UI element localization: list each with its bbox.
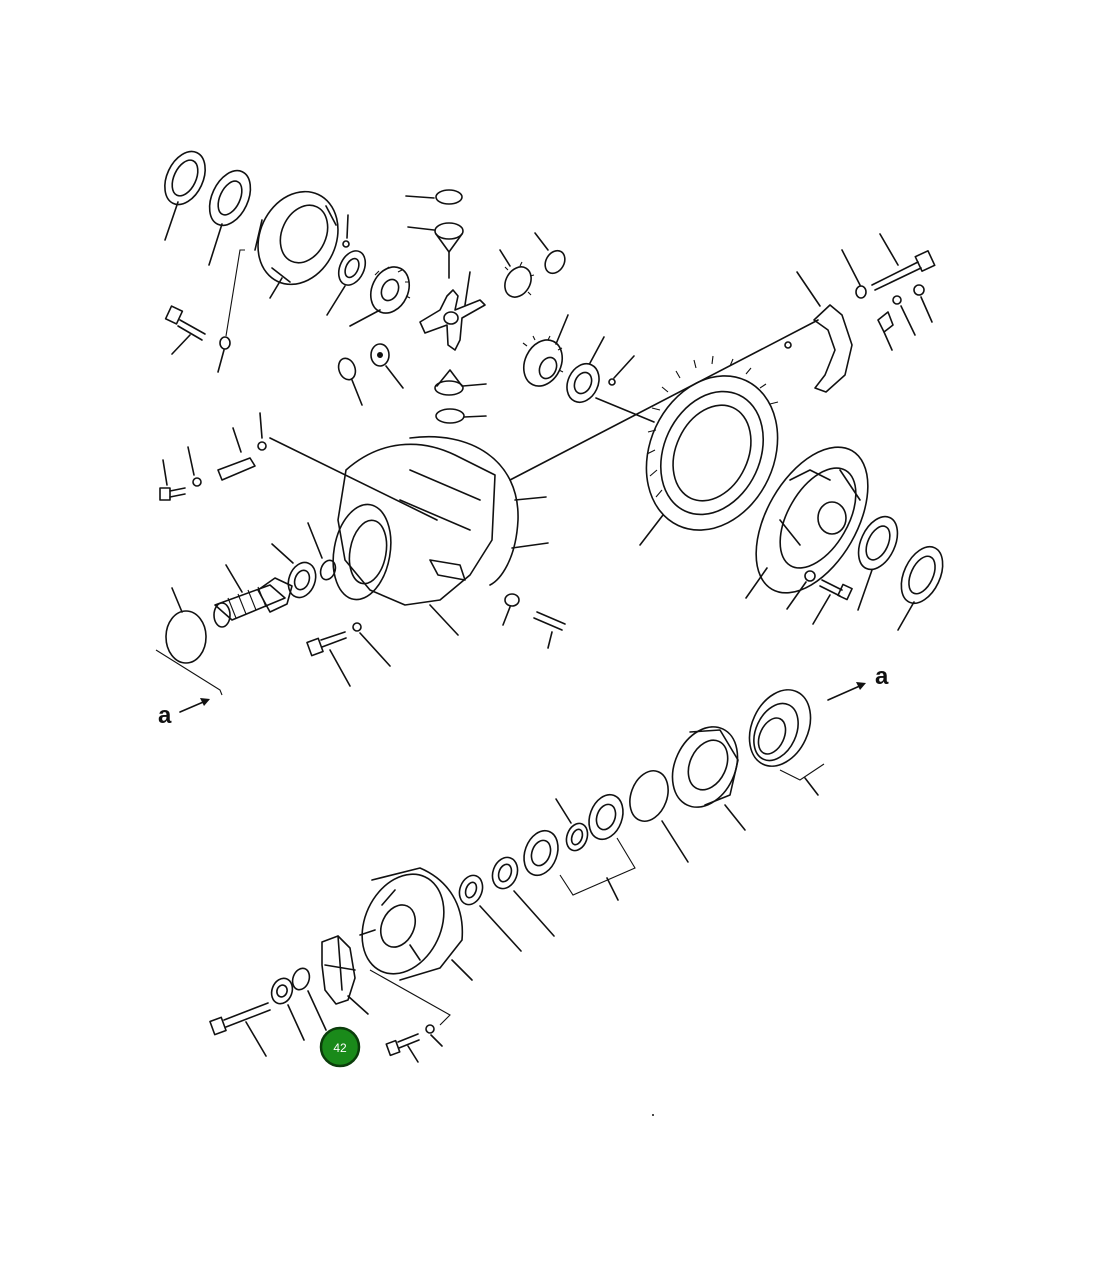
bearing-cup-left: [164, 150, 206, 241]
part-hotspot-42[interactable]: 42: [319, 1026, 361, 1068]
breather-bolt: [159, 446, 202, 501]
side-gear-right: [522, 314, 569, 387]
ring-gear: [639, 355, 779, 546]
flange-bolt: [209, 1002, 271, 1057]
pinion-bearing-outer: [559, 793, 636, 901]
differential-case-half-right: [745, 446, 869, 599]
pinion-spacer-ring: [307, 522, 337, 581]
carrier-housing: [269, 319, 819, 636]
seal-retainer-flange: [748, 689, 825, 796]
thrust-washer-side-gear-right: [566, 336, 605, 404]
pinion-gear-top: [407, 222, 464, 279]
flange-o-ring: [291, 967, 327, 1031]
hotspot-label: 42: [333, 1041, 347, 1055]
stray-dot: [652, 1114, 654, 1116]
cover-bolt: [385, 1024, 443, 1063]
housing-stud: [533, 611, 566, 649]
thrust-washer-side-gear-left: [326, 250, 367, 316]
oil-seal: [458, 874, 522, 952]
breather-bracket: [217, 412, 267, 481]
pinion-bearing-inner: [523, 829, 559, 877]
spacer-washer: [491, 856, 555, 937]
seal-housing-cover: [359, 867, 473, 1026]
drive-pinion: [213, 564, 293, 628]
thrust-washer-top: [405, 189, 463, 205]
flange-washer: [270, 977, 305, 1041]
thrust-washer-left-small: [337, 357, 363, 406]
differential-case-half-left: [254, 190, 339, 299]
o-ring-cage: [629, 770, 689, 863]
pinion-bearing-spacer: [555, 798, 589, 852]
housing-plug: [502, 593, 520, 626]
thrust-washer-right-upper: [534, 232, 566, 275]
small-pin-right: [595, 355, 655, 423]
pinion-gear-left-small: [370, 343, 404, 389]
cap-lock-and-screw: [877, 284, 933, 351]
spider-cross: [419, 271, 486, 351]
pinion-gear-right-upper: [499, 249, 535, 298]
cap-bolt: [841, 233, 936, 299]
callout-a-left: a: [158, 698, 210, 729]
pinion-bearing: [271, 543, 317, 599]
callout-letter-a-left: a: [158, 702, 172, 729]
case-bolt-right: [786, 570, 853, 625]
bearing-cap: [784, 271, 853, 393]
callout-letter-a-right: a: [875, 663, 889, 690]
housing-bolt: [306, 622, 391, 687]
side-gear-left: [349, 266, 411, 327]
case-bolt-left: [164, 249, 245, 373]
callout-a-right: a: [827, 663, 889, 701]
pinion-cage: [671, 726, 746, 831]
pinion-gear-bottom: [434, 369, 487, 396]
small-pin: [342, 214, 350, 248]
bearing-cone-left: [208, 169, 252, 266]
bearing-cone-right: [857, 515, 899, 611]
o-ring-large-left: [155, 587, 223, 696]
bearing-cup-right: [897, 545, 944, 631]
companion-flange-yoke: [321, 935, 369, 1015]
thrust-washer-bottom: [435, 408, 487, 424]
